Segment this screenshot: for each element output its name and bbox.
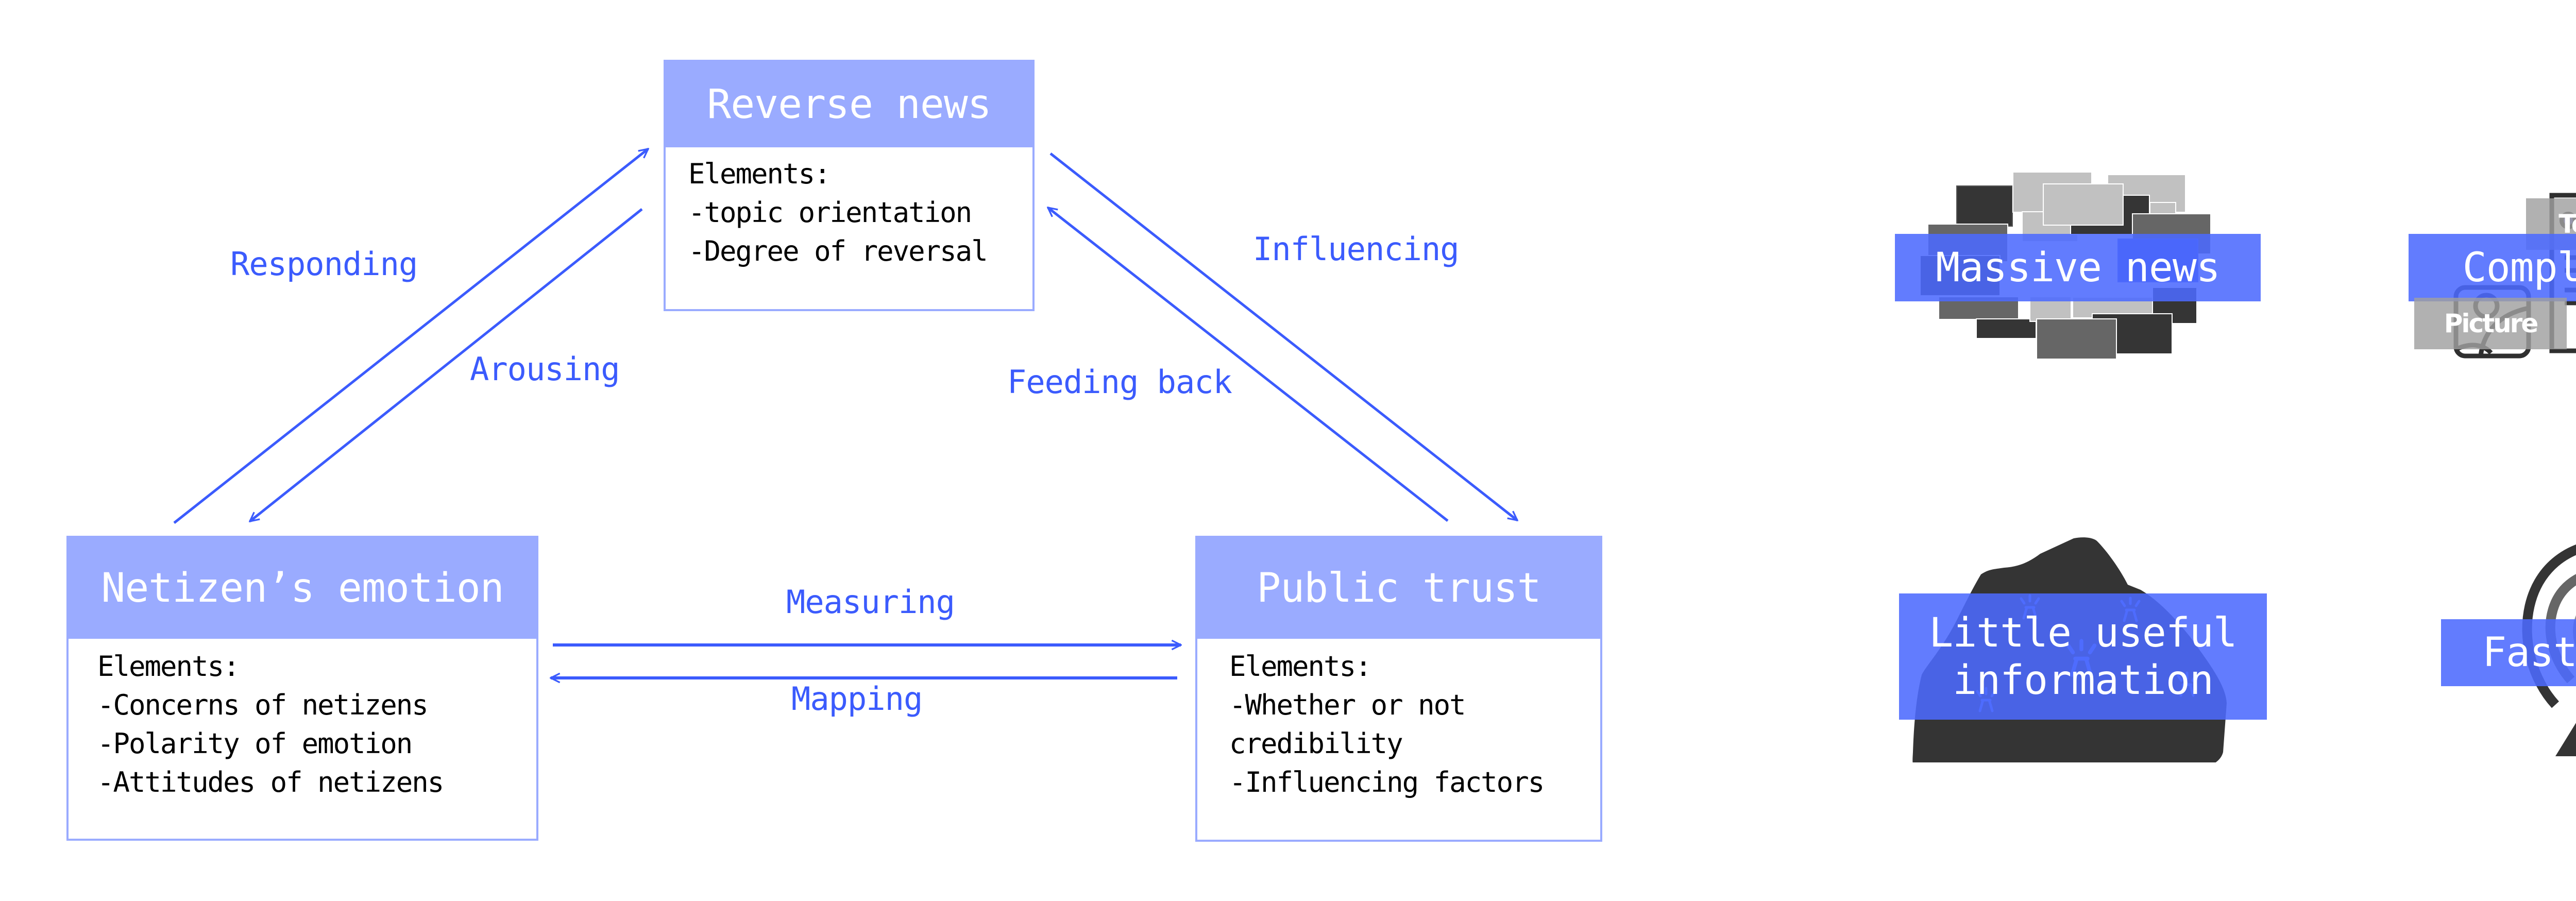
feature-label-line1: Little useful xyxy=(1929,609,2237,656)
node-title: Public trust xyxy=(1197,538,1600,639)
node-elements: Elements: -Whether or not credibility -I… xyxy=(1197,647,1600,840)
element-line: -Degree of reversal xyxy=(688,235,988,267)
node-elements: Elements: -Concerns of netizens -Polarit… xyxy=(69,647,536,839)
element-line: -Whether or not xyxy=(1229,689,1466,721)
element-line: Elements: xyxy=(97,650,240,683)
feature-label: Fast spread xyxy=(2441,619,2576,686)
element-line: Elements: xyxy=(1229,650,1372,683)
edge-label-responding: Responding xyxy=(230,245,418,283)
edge-label-feeding-back: Feeding back xyxy=(1007,363,1232,401)
arrow-feeding-back xyxy=(1048,208,1449,522)
node-netizen-emotion[interactable]: Netizen’s emotion Elements: -Concerns of… xyxy=(66,536,538,841)
arrow-arousing xyxy=(250,208,643,521)
feature-label: Complex Types xyxy=(2409,234,2576,301)
element-line: -Attitudes of netizens xyxy=(97,766,444,798)
element-line: -Concerns of netizens xyxy=(97,689,429,721)
feature-fast-spread: Fast spread xyxy=(2421,525,2576,762)
arrow-influencing xyxy=(1049,152,1517,520)
feature-complex-types: Text Audio Complex Types Picture Video xyxy=(2396,155,2576,371)
feature-label: Little useful information xyxy=(1899,593,2267,720)
feature-little-info: Little useful information xyxy=(1880,525,2293,762)
element-line: credibility xyxy=(1229,727,1403,760)
edge-label-mapping: Mapping xyxy=(791,680,923,718)
arrow-responding xyxy=(173,149,648,524)
node-title: Reverse news xyxy=(666,62,1032,147)
node-public-trust[interactable]: Public trust Elements: -Whether or not c… xyxy=(1195,536,1602,842)
element-line: -topic orientation xyxy=(688,196,972,229)
feature-label-line2: information xyxy=(1953,657,2214,704)
element-line: Elements: xyxy=(688,158,831,190)
type-tag-picture: Picture xyxy=(2414,298,2567,349)
element-line: -Polarity of emotion xyxy=(97,727,413,760)
node-reverse-news[interactable]: Reverse news Elements: -topic orientatio… xyxy=(664,60,1035,311)
edge-label-arousing: Arousing xyxy=(470,350,620,388)
edge-label-measuring: Measuring xyxy=(786,583,955,621)
edge-label-influencing: Influencing xyxy=(1253,230,1460,268)
feature-massive-news: Massive news xyxy=(1880,155,2293,371)
node-elements: Elements: -topic orientation -Degree of … xyxy=(666,155,1032,309)
node-title: Netizen’s emotion xyxy=(69,538,536,639)
feature-label: Massive news xyxy=(1895,234,2261,301)
element-line: -Influencing factors xyxy=(1229,766,1545,798)
